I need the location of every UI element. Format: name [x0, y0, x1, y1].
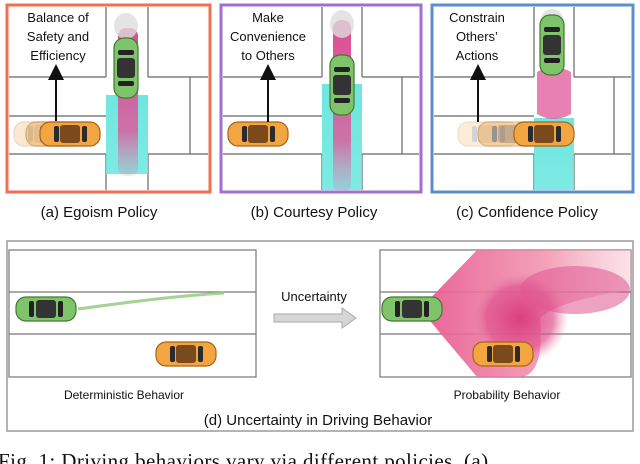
panel-a-label-1: Balance of: [27, 10, 89, 25]
panel-a: Balance of Safety and Efficiency (a) Ego…: [5, 3, 212, 221]
panel-b: Make Convenience to Others (b) Courtesy …: [219, 3, 423, 221]
panel-c-label-1: Constrain: [449, 10, 505, 25]
panel-c: Constrain Others’ Actions (c) Confidence…: [430, 3, 635, 221]
orange-car-icon: [457, 121, 575, 147]
panel-a-label-2: Safety and: [27, 29, 89, 44]
panel-d: Uncertainty Deterministic Behavior Proba…: [6, 240, 634, 432]
orange-car-icon: [227, 121, 289, 147]
green-car-icon: [539, 14, 565, 76]
orange-car-icon: [13, 121, 101, 147]
orange-car-icon: [155, 341, 217, 367]
panel-b-label-1: Make: [252, 10, 284, 25]
green-car-icon: [15, 296, 77, 322]
figure-caption: Fig. 1: Driving behaviors vary via diffe…: [0, 449, 489, 464]
green-car-icon: [381, 296, 443, 322]
left-road: [8, 249, 257, 378]
panel-a-caption: (a) Egoism Policy: [41, 204, 158, 221]
orange-car-icon: [472, 341, 534, 367]
panel-d-caption: (d) Uncertainty in Driving Behavior: [204, 412, 432, 429]
uncertainty-arrow-icon: [273, 307, 357, 329]
panel-b-label-3: to Others: [241, 48, 295, 63]
panel-a-label-3: Efficiency: [30, 48, 86, 63]
panel-c-label-2: Others’: [456, 29, 498, 44]
green-car-icon: [329, 54, 355, 116]
panel-c-label-3: Actions: [456, 48, 499, 63]
green-car-icon: [113, 37, 139, 99]
panel-c-caption: (c) Confidence Policy: [456, 204, 598, 221]
panel-b-label-2: Convenience: [230, 29, 306, 44]
right-road: [379, 249, 632, 378]
probability-label: Probability Behavior: [454, 388, 561, 402]
uncertainty-label: Uncertainty: [281, 289, 347, 304]
panel-b-caption: (b) Courtesy Policy: [251, 204, 378, 221]
deterministic-label: Deterministic Behavior: [64, 388, 184, 402]
